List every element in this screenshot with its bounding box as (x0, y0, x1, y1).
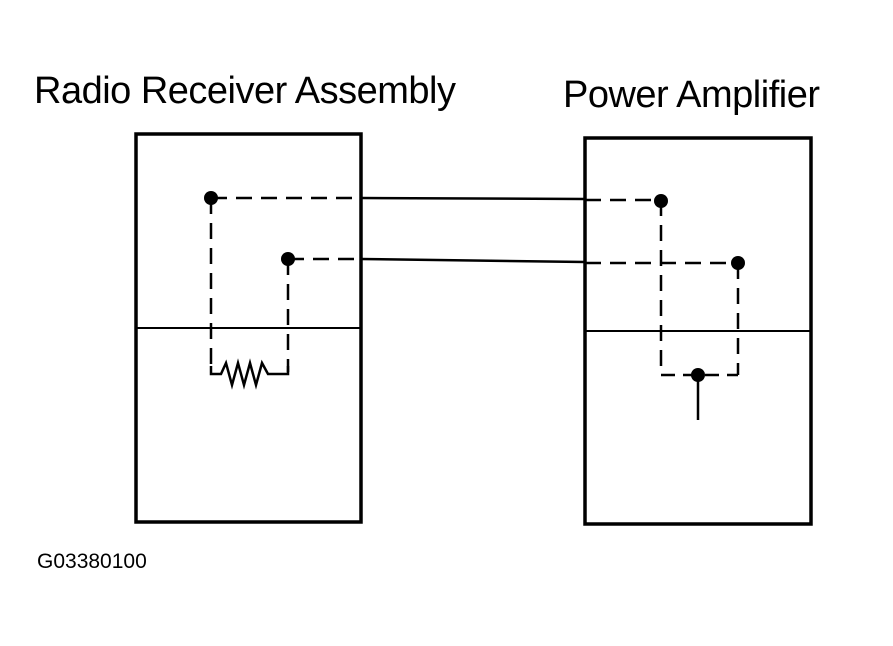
junction-dot (691, 368, 705, 382)
connector-dot (204, 191, 218, 205)
ground-circuit (659, 200, 740, 420)
power-amplifier-title: Power Amplifier (563, 74, 820, 116)
connector-dot (281, 252, 295, 266)
radio-receiver-box (134, 132, 363, 524)
connector-dot (731, 256, 745, 270)
power-amplifier-box (583, 136, 813, 526)
connector-dot (654, 194, 668, 208)
wire-1 (211, 196, 661, 202)
figure-id: G03380100 (37, 550, 147, 573)
resistor-symbol (209, 358, 290, 390)
resistor-circuit (209, 198, 290, 372)
radio-receiver-title: Radio Receiver Assembly (34, 70, 456, 112)
wire-2 (288, 257, 738, 265)
